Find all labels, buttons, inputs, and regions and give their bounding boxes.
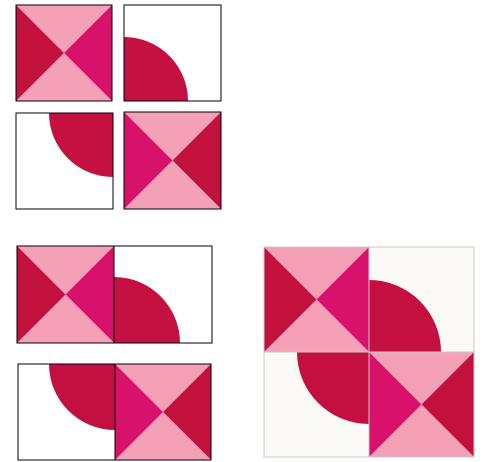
separate-pieces-group — [16, 5, 221, 209]
joined-rows-group — [17, 246, 212, 460]
hourglass-piece-top-left — [16, 5, 112, 101]
hourglass-piece-bottom-right — [124, 112, 221, 209]
finished-block — [264, 247, 474, 457]
